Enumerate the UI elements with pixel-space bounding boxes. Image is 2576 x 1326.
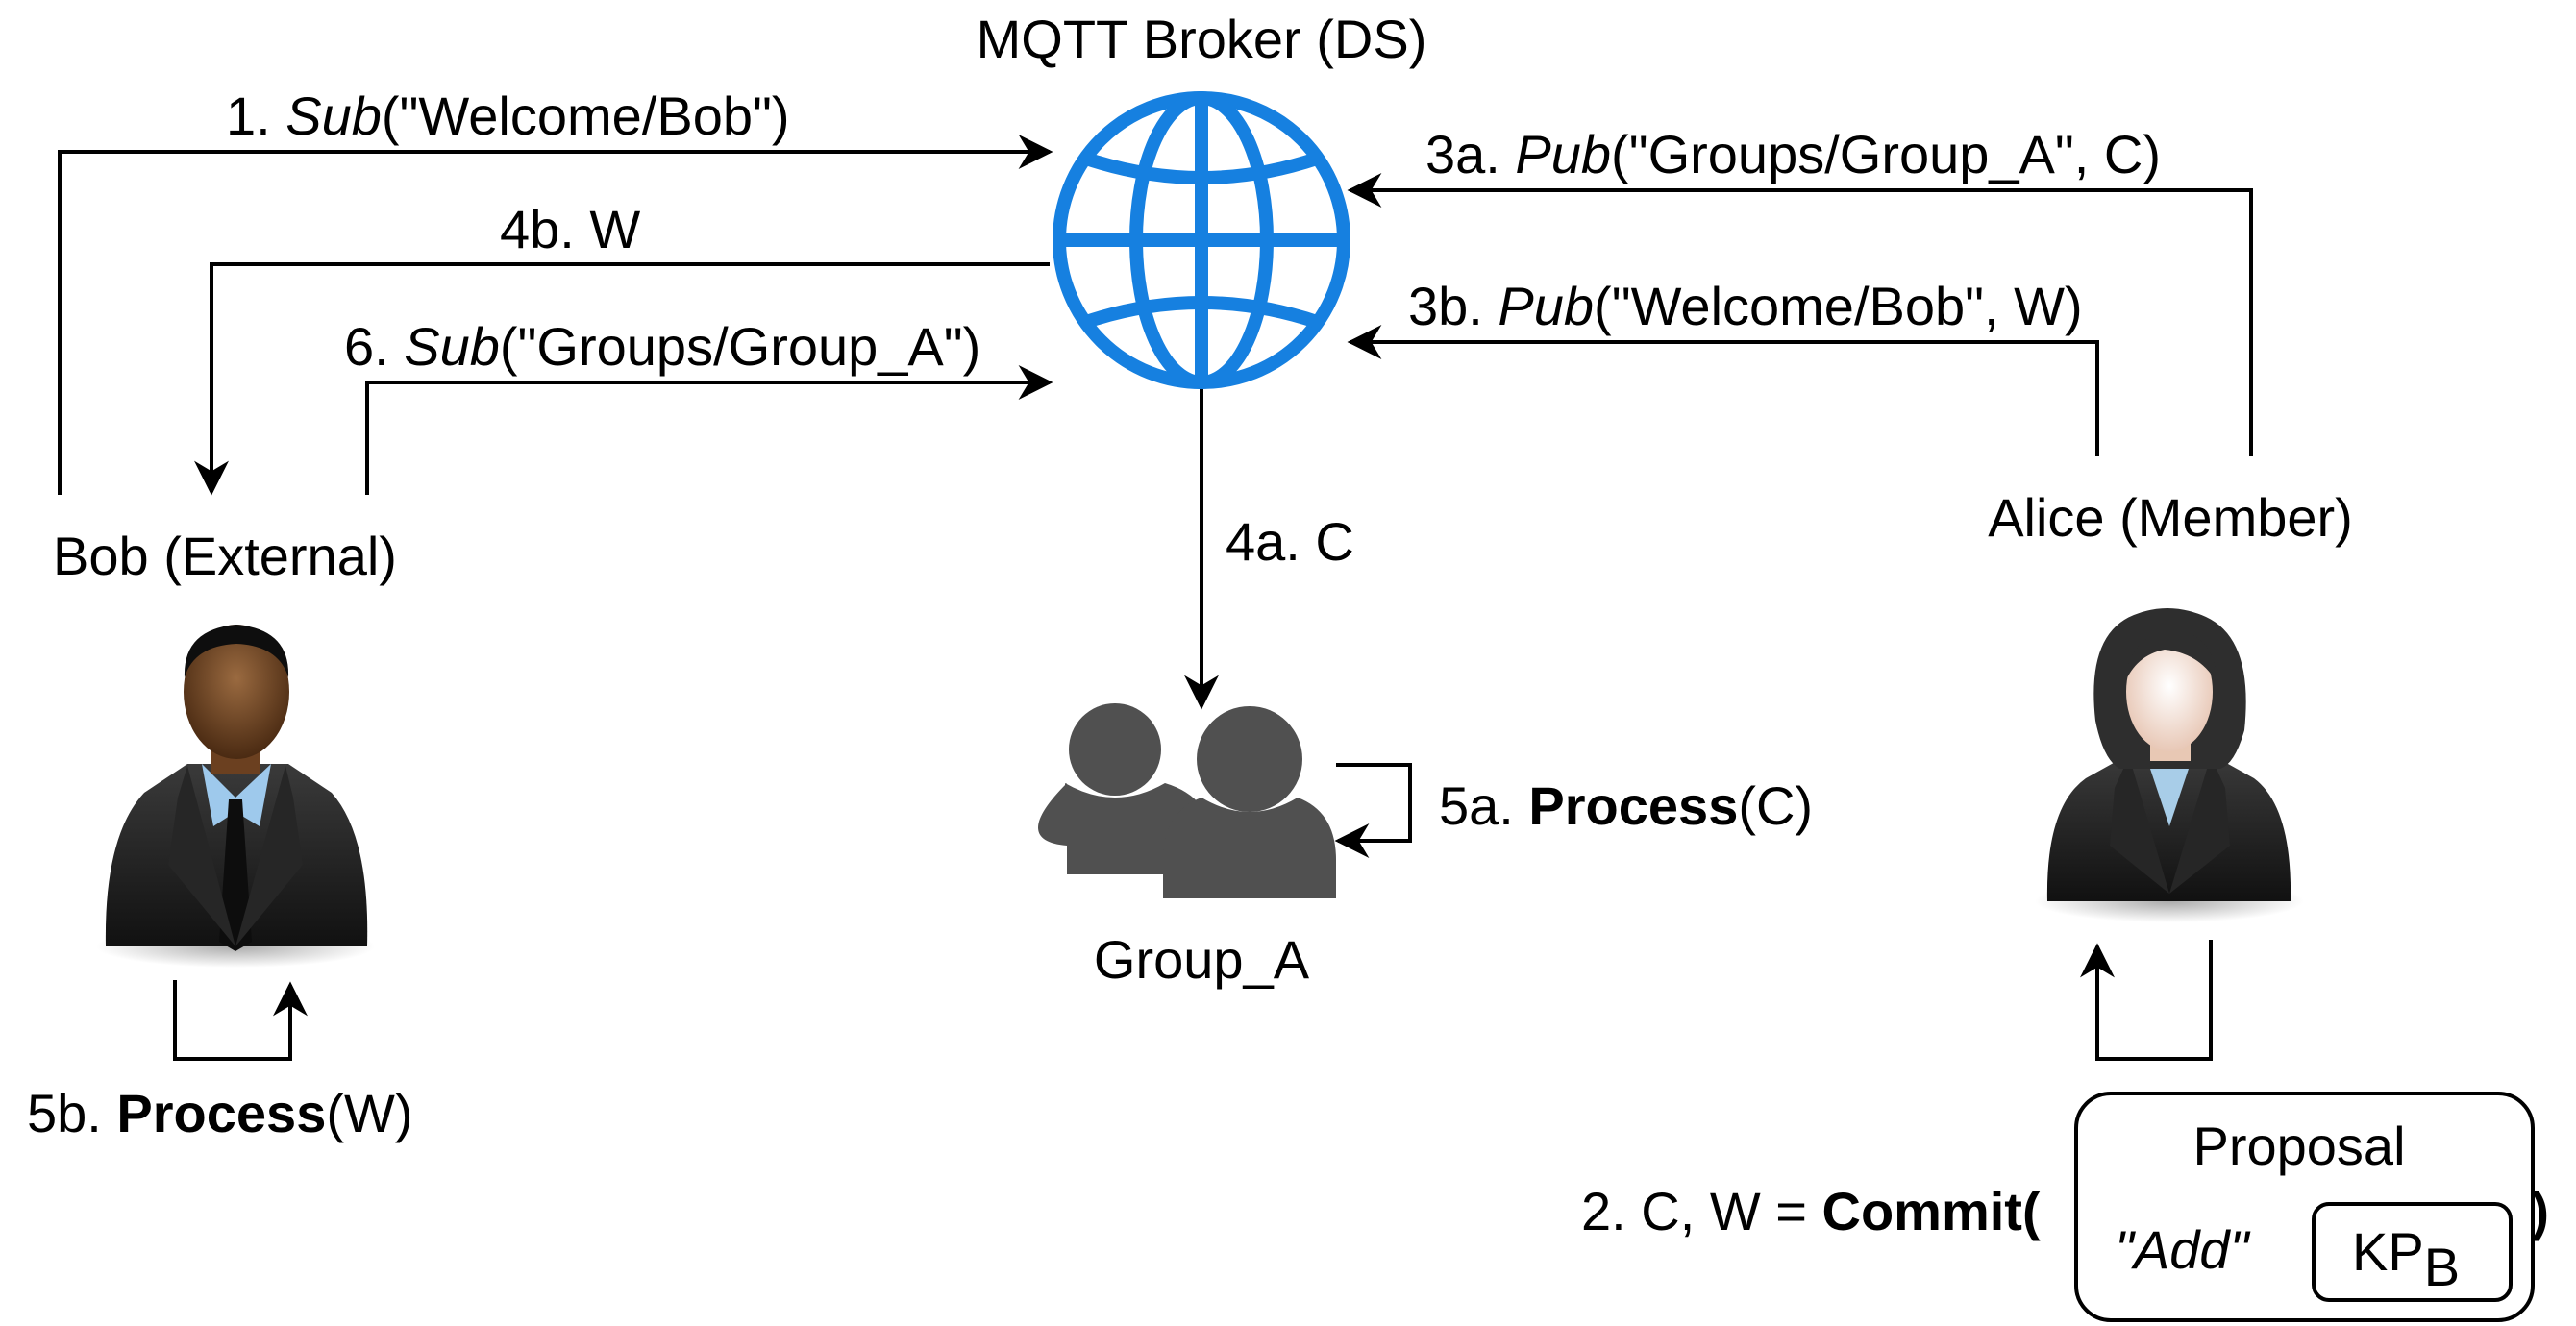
edge-label-4b: 4b. W <box>500 199 640 259</box>
process-label-5b: 5b. Process(W) <box>27 1083 413 1143</box>
process-label-5a: 5a. Process(C) <box>1439 775 1813 836</box>
broker-title: MQTT Broker (DS) <box>977 9 1427 69</box>
globe-icon <box>1053 91 1350 389</box>
group-label: Group_A <box>1094 929 1310 990</box>
arrow-5a-process-loop <box>1334 763 1412 858</box>
arrow-6-sub-group <box>365 365 1053 495</box>
arrow-5b-process-loop <box>173 980 308 1061</box>
kp-label: KPB <box>2352 1221 2460 1297</box>
arrow-3b-pub-welcome <box>1347 325 2099 456</box>
commit-expression: 2. C, W = Commit( <box>1581 1181 2041 1241</box>
edge-label-4a: 4a. C <box>1226 511 1354 572</box>
arrow-1-sub-welcome <box>58 135 1053 495</box>
proposal-add-label: "Add" <box>2115 1219 2251 1280</box>
edge-label-6: 6. Sub("Groups/Group_A") <box>344 316 980 377</box>
alice-avatar <box>2035 607 2304 922</box>
arrow-4b-welcome-to-bob <box>194 262 1050 496</box>
arrow-2-commit-loop <box>2080 940 2213 1061</box>
edge-label-3a: 3a. Pub("Groups/Group_A", C) <box>1425 124 2161 184</box>
group-icon <box>1038 703 1336 898</box>
proposal-title: Proposal <box>2192 1116 2405 1176</box>
bob-avatar <box>96 625 375 968</box>
edge-label-3b: 3b. Pub("Welcome/Bob", W) <box>1408 276 2083 336</box>
arrow-3a-pub-group <box>1347 173 2253 456</box>
alice-label: Alice (Member) <box>1988 487 2353 548</box>
commit-close-paren: ) <box>2531 1181 2549 1241</box>
bob-label: Bob (External) <box>53 526 397 586</box>
edge-label-1: 1. Sub("Welcome/Bob") <box>226 86 790 146</box>
kp-box <box>2312 1202 2513 1302</box>
